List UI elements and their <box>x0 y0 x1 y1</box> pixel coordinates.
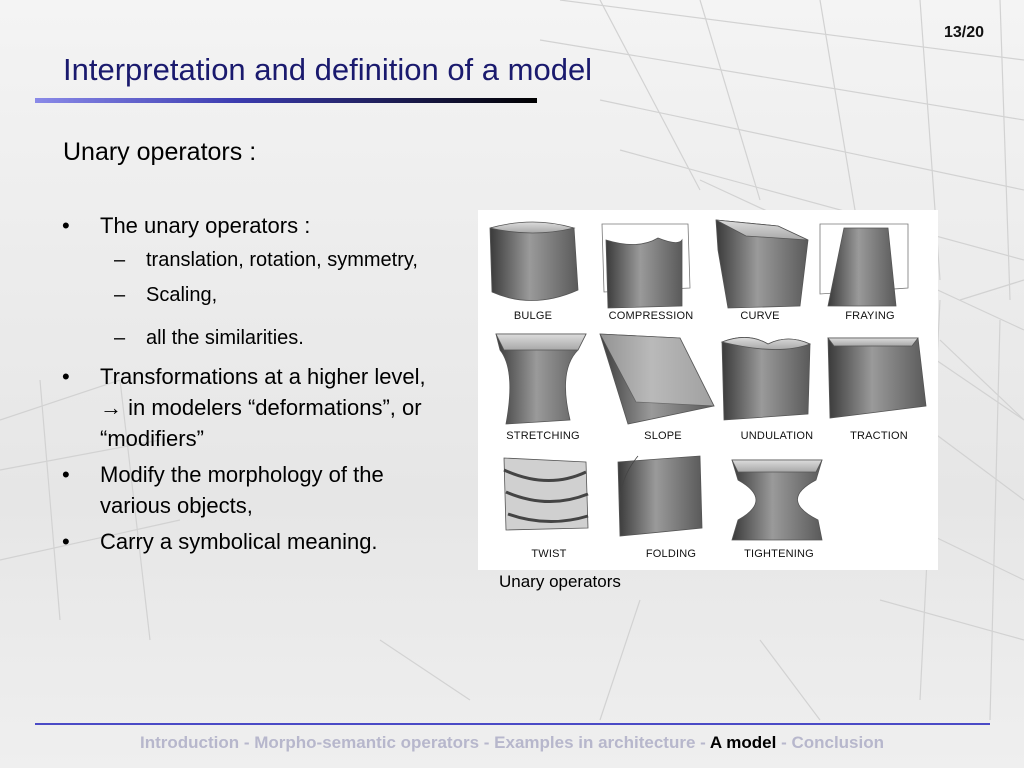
stretching-shape <box>495 333 587 425</box>
bullet-glyph: • <box>62 364 70 389</box>
sub-item-text: all the similarities. <box>146 327 304 349</box>
bullet-text: Modify the morphology of the various obj… <box>100 462 384 518</box>
bullet-item: • Transformations at a higher level, → i… <box>62 361 442 454</box>
page-number: 13/20 <box>943 24 984 41</box>
footer-separator: - <box>695 733 710 752</box>
slope-shape <box>599 333 715 425</box>
operator-label: COMPRESSION <box>608 310 694 322</box>
operator-label: FOLDING <box>645 548 697 560</box>
sub-item: – Scaling, <box>62 281 442 310</box>
bullet-list: • The unary operators : – translation, r… <box>62 210 442 562</box>
operator-label: CURVE <box>740 310 780 322</box>
bulge-shape <box>489 221 579 301</box>
operator-label: TRACTION <box>850 430 908 442</box>
bullet-glyph: • <box>62 213 70 238</box>
sub-item: – translation, rotation, symmetry, <box>62 246 442 275</box>
bullet-item: • Modify the morphology of the various o… <box>62 459 442 521</box>
figure-caption: Unary operators <box>499 572 621 591</box>
operator-label: TIGHTENING <box>744 548 814 560</box>
footer-nav-examples-in-architecture[interactable]: Examples in architecture <box>494 733 696 752</box>
footer-nav-conclusion[interactable]: Conclusion <box>791 733 885 752</box>
footer-separator: - <box>479 733 495 752</box>
bullet-item: • Carry a symbolical meaning. <box>62 526 442 557</box>
bullet-text: The unary operators : <box>100 213 311 238</box>
twist-shape <box>503 457 589 531</box>
footer-navigation: Introduction - Morpho-semantic operators… <box>0 733 1024 753</box>
slide-title: Interpretation and definition of a model <box>63 52 593 87</box>
compression-shape <box>601 223 691 309</box>
operator-label: UNDULATION <box>740 430 814 442</box>
operator-label: STRETCHING <box>506 430 580 442</box>
footer-nav-introduction[interactable]: Introduction <box>139 733 240 752</box>
sub-item-text: translation, rotation, symmetry, <box>146 249 418 271</box>
sub-list: – translation, rotation, symmetry, – Sca… <box>62 246 442 353</box>
sub-item-text: Scaling, <box>146 284 218 306</box>
folding-shape <box>617 455 703 537</box>
dash-glyph: – <box>114 327 126 349</box>
section-subtitle: Unary operators : <box>63 138 257 166</box>
traction-shape <box>827 337 927 419</box>
footer-separator: - <box>239 733 255 752</box>
operators-figure: BULGE COMPRESSION CURVE FRAYING STRETCHI… <box>478 210 938 570</box>
dash-glyph: – <box>114 249 126 271</box>
operator-label: SLOPE <box>644 430 682 442</box>
undulation-shape <box>720 337 812 421</box>
dash-glyph: – <box>114 284 126 306</box>
operator-label: TWIST <box>531 548 567 560</box>
operator-label: BULGE <box>513 310 553 322</box>
tightening-shape <box>731 459 823 541</box>
bullet-text: Carry a symbolical meaning. <box>100 529 378 554</box>
sub-item: – all the similarities. <box>62 324 442 353</box>
operator-label: FRAYING <box>845 310 895 322</box>
footer-divider <box>35 723 990 725</box>
bullet-glyph: • <box>62 462 70 487</box>
bullet-glyph: • <box>62 529 70 554</box>
bullet-item: • The unary operators : <box>62 210 442 241</box>
curve-shape <box>715 219 809 309</box>
operators-illustration <box>489 219 927 541</box>
footer-nav-a-model[interactable]: A model <box>709 733 777 752</box>
footer-separator: - <box>776 733 792 752</box>
title-underline <box>35 98 537 103</box>
fraying-shape <box>819 223 909 307</box>
bullet-text: Transformations at a higher level, → in … <box>100 364 426 451</box>
footer-nav-morpho-semantic-operators[interactable]: Morpho-semantic operators <box>254 733 480 752</box>
